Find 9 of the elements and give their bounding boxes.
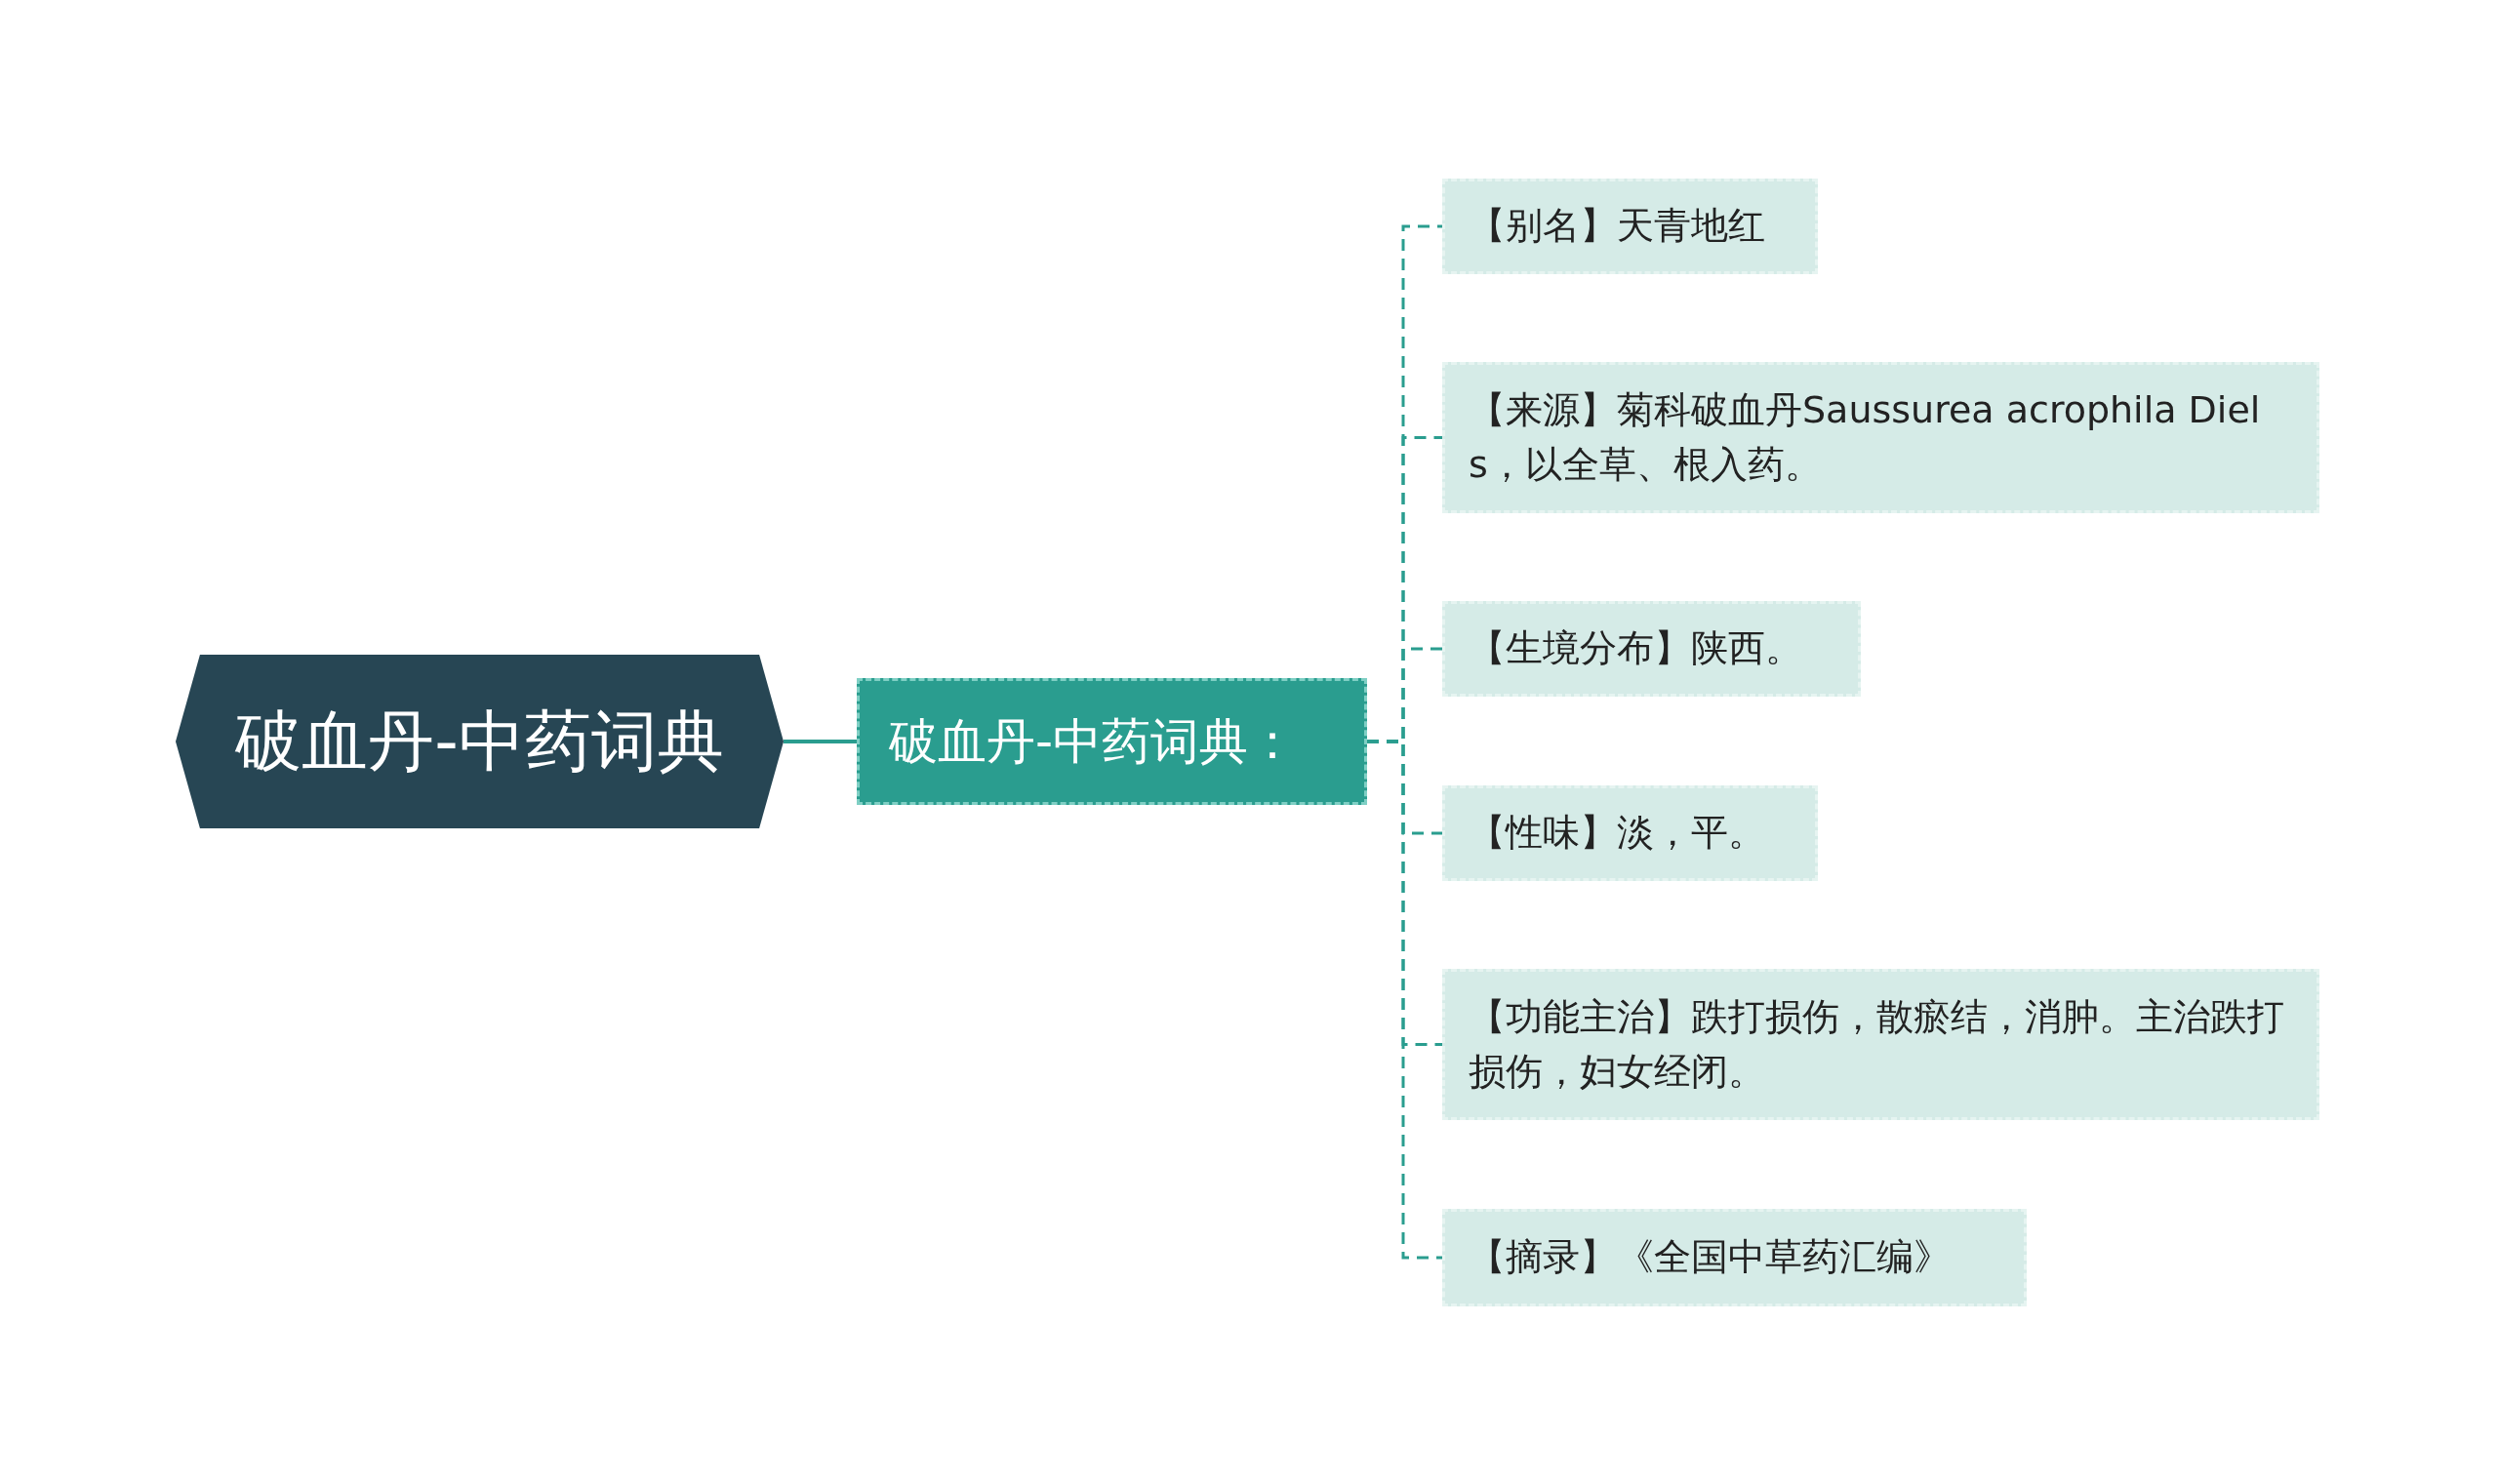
topic-box: 【生境分布】陕西。 [1442, 601, 1861, 697]
topic-box: 【别名】天青地红 [1442, 179, 1818, 274]
topic-box: 破血丹-中药词典： [857, 678, 1367, 805]
topic-box: 【摘录】《全国中草药汇编》 [1442, 1209, 2027, 1306]
topic-box: 【性味】淡，平。 [1442, 785, 1818, 881]
topic-box: 【功能主治】跌打损伤，散瘀结，消肿。主治跌打损伤，妇女经闭。 [1442, 969, 2319, 1120]
connector [784, 740, 857, 743]
hexagon-topic: 破血丹-中药词典 [176, 655, 784, 828]
topic-box: 【来源】菊科破血丹Saussurea acrophila Diels，以全草、根入药。 [1442, 362, 2319, 513]
